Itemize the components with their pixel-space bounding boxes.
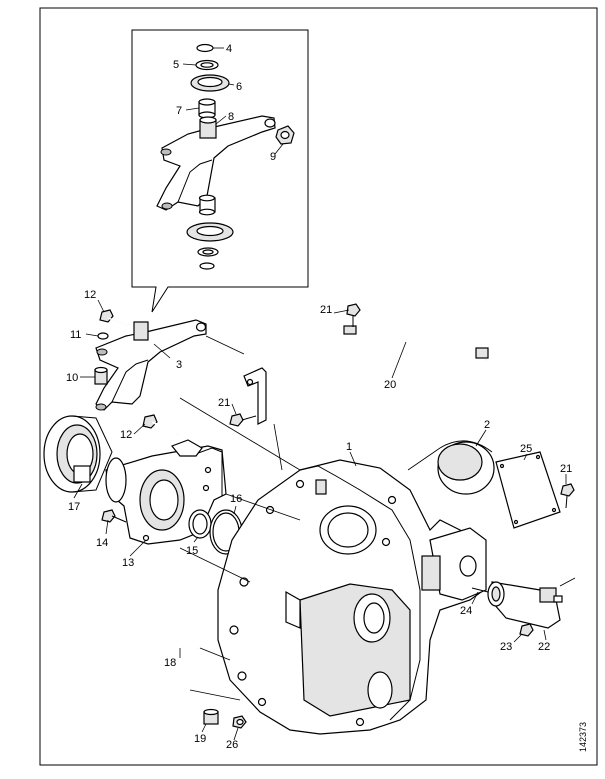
label-18: 18 (164, 657, 176, 669)
inset-release-fork-3 (156, 115, 276, 211)
label-5: 5 (173, 59, 179, 71)
bolt-12-lower (142, 414, 179, 435)
label-21-top: 21 (320, 304, 332, 316)
inset-washer-5 (182, 59, 219, 71)
housing-bolt-holes (229, 479, 397, 727)
inset-seal-6 (190, 74, 235, 92)
label-4: 4 (226, 43, 232, 55)
label-13: 13 (122, 557, 134, 569)
bolt-21-top (346, 303, 361, 327)
leader-lines (73, 299, 567, 741)
pivot-pin-10 (94, 366, 108, 385)
pushrod-24 (471, 587, 489, 593)
label-25: 25 (520, 443, 532, 455)
detail-inset-box (131, 29, 309, 313)
bolt-12-upper (99, 309, 129, 326)
inset-nut-9 (274, 125, 295, 155)
label-9: 9 (270, 151, 276, 163)
clutch-housing-1 (217, 459, 487, 735)
label-3: 3 (176, 359, 182, 371)
label-10: 10 (66, 372, 78, 384)
pipe-bracket (243, 367, 267, 425)
label-2: 2 (484, 419, 490, 431)
dowel-pin-18 (177, 638, 199, 650)
inset-pivot-8 (199, 115, 227, 139)
label-11: 11 (70, 329, 81, 341)
label-22: 22 (538, 641, 550, 653)
label-23: 23 (500, 641, 512, 653)
inset-bushing-7 (185, 98, 216, 119)
inset-washer-4 (196, 43, 224, 53)
label-24: 24 (460, 605, 472, 617)
outer-frame (39, 7, 598, 766)
label-19: 19 (194, 733, 206, 745)
inset-lower-bushing (198, 194, 216, 216)
washer-11 (97, 332, 109, 340)
label-7: 7 (176, 105, 182, 117)
cover-2 (437, 440, 495, 495)
nut-23 (519, 623, 534, 637)
part-labels: 4 5 6 7 8 9 12 11 10 3 12 17 14 13 15 16… (66, 43, 572, 751)
slave-cylinder-22 (487, 581, 563, 629)
o-ring-15 (188, 509, 212, 539)
gasket-25 (495, 451, 561, 529)
label-26: 26 (226, 739, 238, 751)
label-21-bracket: 21 (218, 397, 230, 409)
label-12-lower: 12 (120, 429, 132, 441)
nut-26 (232, 715, 247, 729)
figure-number: 142373 (578, 722, 588, 752)
label-8: 8 (228, 111, 234, 123)
bolt-21-bracket (229, 413, 257, 427)
release-fork-3 (95, 319, 207, 411)
label-15: 15 (186, 545, 198, 557)
label-1: 1 (346, 441, 352, 453)
bolt-14 (101, 509, 127, 523)
label-12-upper: 12 (84, 289, 96, 301)
label-6: 6 (236, 81, 242, 93)
label-14: 14 (96, 537, 108, 549)
spacer-19 (203, 708, 219, 725)
assembly-guide-lines (179, 335, 576, 701)
label-17: 17 (68, 501, 80, 513)
label-20: 20 (384, 379, 396, 391)
inset-lower-washers (197, 247, 219, 270)
label-16: 16 (230, 493, 242, 505)
inset-lower-seal (186, 222, 234, 242)
label-21-right: 21 (560, 463, 572, 475)
hydraulic-pipe-20 (257, 320, 489, 483)
release-bearing-17 (43, 415, 113, 493)
bolt-21-right (560, 483, 575, 509)
